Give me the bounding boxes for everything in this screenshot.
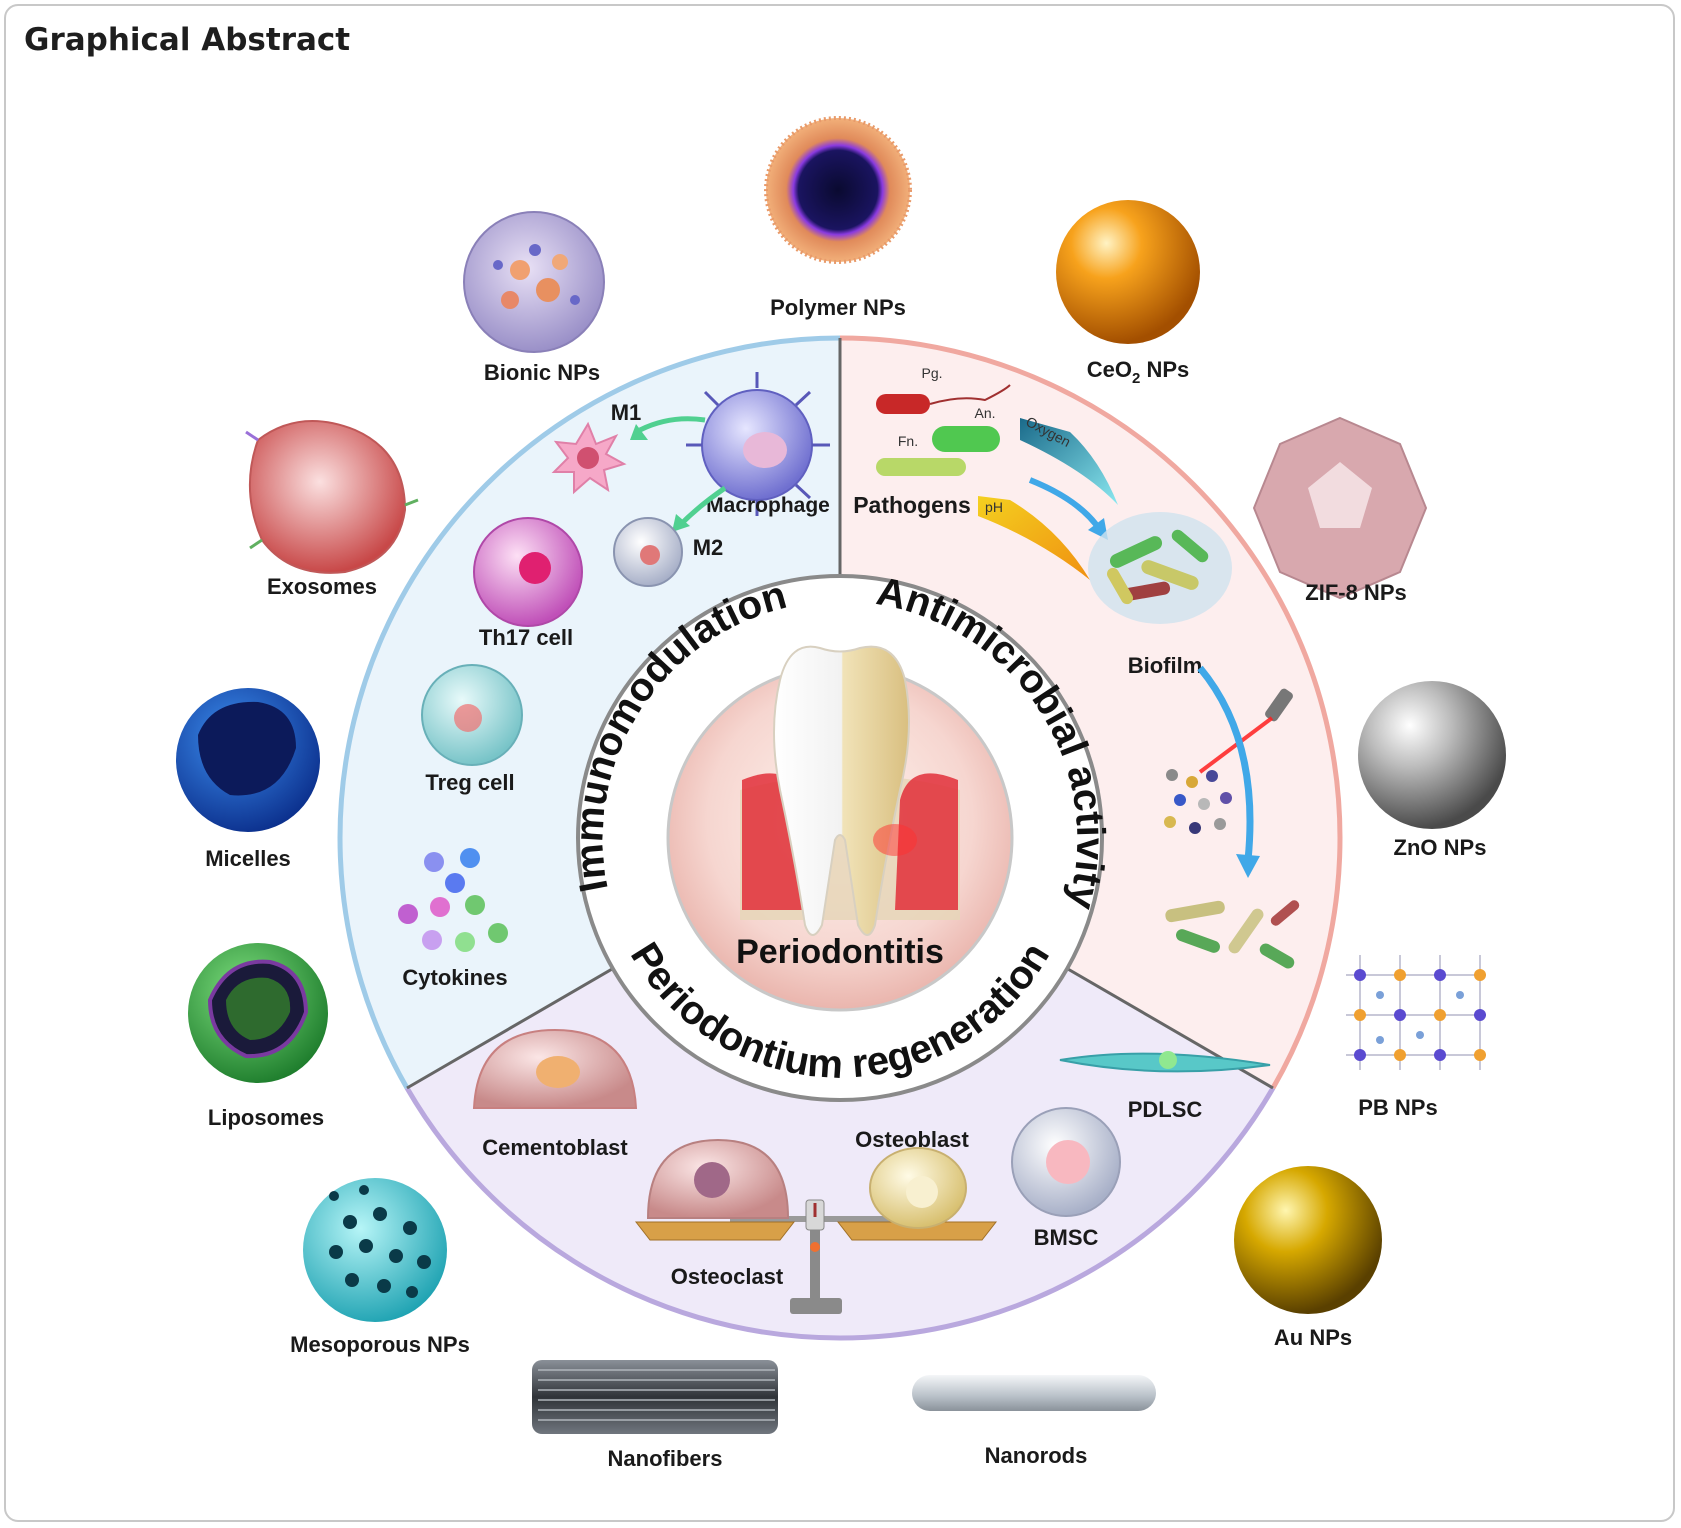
- laser-pointer: [1198, 688, 1293, 774]
- th17-cell: [473, 517, 583, 627]
- mesoporous-np: [303, 1178, 447, 1322]
- exosome-np: [245, 420, 419, 574]
- nanofibers-label: Nanofibers: [608, 1446, 723, 1471]
- osteoclast-label: Osteoclast: [671, 1264, 784, 1289]
- ph-label: pH: [985, 499, 1003, 515]
- nanoparticle-cluster: [1164, 769, 1232, 834]
- balance-scale: [634, 1199, 998, 1314]
- liposome-np-label: Liposomes: [208, 1105, 324, 1130]
- arrow-to-biofilm: [1028, 477, 1103, 532]
- micelle-np-label: Micelles: [205, 846, 291, 871]
- osteoclast-cell: [646, 1138, 790, 1219]
- center-label: Periodontitis: [736, 933, 944, 971]
- au-np: [1234, 1166, 1382, 1314]
- macrophage-cell: [686, 372, 830, 516]
- tooth-illustration: [740, 645, 960, 936]
- th17-label: Th17 cell: [479, 625, 573, 650]
- treg-label: Treg cell: [425, 770, 514, 795]
- arrow-to-m1: [638, 416, 706, 433]
- ceo2-np-label: CeO2 NPs: [1087, 357, 1190, 387]
- ph-gradient-arrow: [978, 496, 1090, 580]
- m1-label: M1: [611, 400, 642, 425]
- osteoblast-cell: [869, 1147, 967, 1229]
- exosome-np-label: Exosomes: [267, 574, 377, 599]
- osteoblast-label: Osteoblast: [855, 1127, 969, 1152]
- biofilm-label: Biofilm: [1128, 653, 1203, 678]
- pathogens-label: Pathogens: [853, 492, 971, 518]
- regeneration-ring-arc: [404, 1086, 1276, 1341]
- pb-np-label: PB NPs: [1358, 1095, 1437, 1120]
- pg-bacterium: [876, 384, 1011, 414]
- pdlsc-cell: [1059, 1051, 1271, 1073]
- ceo2-np: [1056, 200, 1200, 344]
- pg-label: Pg.: [921, 365, 942, 381]
- macrophage-label: Macrophage: [706, 494, 830, 517]
- bionic-np-label: Bionic NPs: [484, 360, 600, 385]
- bmsc-label: BMSC: [1034, 1225, 1099, 1250]
- m2-label: M2: [693, 535, 724, 560]
- nanofibers: [532, 1360, 778, 1434]
- liposome-np: [188, 943, 328, 1083]
- page-title: Graphical Abstract: [24, 22, 351, 58]
- cytokines-cluster: [398, 848, 508, 952]
- zno-np-label: ZnO NPs: [1394, 835, 1487, 860]
- an-bacterium: [932, 426, 1000, 452]
- micelle-np: [176, 688, 320, 832]
- nanorods: [912, 1375, 1156, 1411]
- antimicrobial-ring-arc: [839, 335, 1343, 1090]
- zif8-np: [1252, 416, 1428, 600]
- m1-cell: [551, 421, 627, 495]
- dead-bacteria-cluster: [1165, 900, 1300, 969]
- arrow-to-m2-head: [672, 514, 690, 532]
- treg-cell: [421, 664, 523, 766]
- arrow-to-dead-bacteria-head: [1236, 854, 1260, 878]
- pdlsc-label: PDLSC: [1128, 1097, 1203, 1122]
- au-np-label: Au NPs: [1274, 1325, 1352, 1350]
- polymer-np-label: Polymer NPs: [770, 295, 906, 320]
- fn-bacterium: [876, 458, 966, 476]
- cementoblast-cell: [472, 1028, 638, 1109]
- zno-np: [1358, 681, 1506, 829]
- fn-label: Fn.: [898, 433, 918, 449]
- arrow-to-dead-bacteria: [1197, 665, 1254, 861]
- biofilm-cluster: [1088, 512, 1232, 624]
- bmsc-cell: [1011, 1107, 1121, 1217]
- cytokines-label: Cytokines: [402, 965, 507, 990]
- arrow-to-m1-head: [630, 424, 648, 440]
- bionic-np: [463, 211, 605, 353]
- an-label: An.: [974, 405, 995, 421]
- m2-cell: [613, 517, 683, 587]
- immunomodulation-ring-arc: [337, 335, 841, 1090]
- mesoporous-np-label: Mesoporous NPs: [290, 1332, 470, 1357]
- nanorods-label: Nanorods: [985, 1443, 1088, 1468]
- oxygen-gradient-arrow: [1020, 418, 1118, 505]
- zif8-np-label: ZIF-8 NPs: [1305, 580, 1406, 605]
- cementoblast-label: Cementoblast: [482, 1135, 628, 1160]
- polymer-np: [764, 116, 912, 264]
- pb-np: [1346, 955, 1486, 1070]
